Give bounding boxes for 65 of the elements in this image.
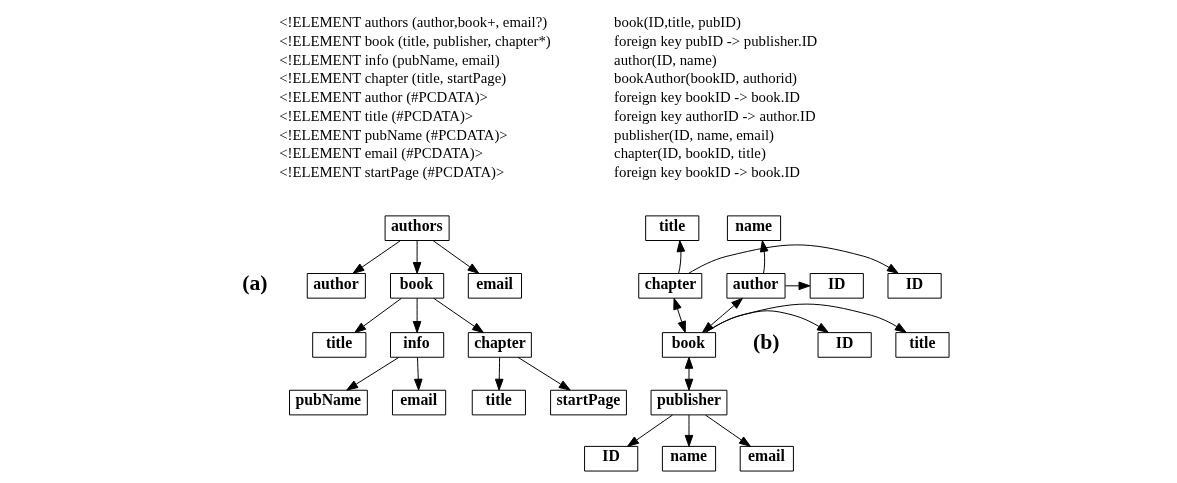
label: bookAuthor(bookID, authorid) [613,70,797,87]
label: publisher(ID, name, email) [613,126,774,143]
node-box: email [739,445,794,472]
label: <!ELEMENT book (title, publisher, chapter*) [278,32,551,49]
node-box: pubName [288,389,368,416]
arrow [759,240,768,274]
node-box: email [467,273,522,299]
node-box: title [644,215,699,241]
node-box: title [311,332,366,358]
node-box: ID [817,332,872,358]
node-box: startPage [549,389,627,416]
label: <!ELEMENT authors (author,book+, email?) [278,14,547,31]
label: foreign key bookID -> book.ID [613,163,800,180]
node-box: ID [887,273,942,299]
label: chapter(ID, bookID, title) [613,145,766,162]
label: <!ELEMENT startPage (#PCDATA)> [278,163,504,180]
node-box: publisher [650,389,727,416]
node-box: name [726,215,781,241]
arrow [412,240,421,274]
arrow [704,303,907,333]
label: <!ELEMENT info (pubName, email) [278,51,500,68]
label: foreign key pubID -> publisher.ID [613,32,817,49]
node-box: name [661,445,716,472]
label: (b) [752,330,779,355]
node-box: book [661,332,716,358]
arrow [701,297,743,333]
label: foreign key authorID -> author.ID [613,107,816,124]
arrow [345,356,399,391]
arrow [413,356,423,391]
arrow [704,414,751,447]
node-box: author [725,273,786,299]
label: <!ELEMENT title (#PCDATA)> [278,107,473,124]
node-box: email [391,389,446,416]
node-box: author [306,273,366,299]
arrow [412,297,421,333]
node-box: info [389,332,444,358]
node-box: chapter [637,273,702,299]
node-box: ID [583,445,638,472]
arrow [432,240,479,274]
label: author(ID, name) [613,51,717,68]
node-box: chapter [467,332,532,358]
arrow [432,297,484,334]
arrow [676,240,685,274]
arrow [353,297,402,334]
label: (a) [241,271,268,296]
node-box: authors [384,215,450,241]
label: <!ELEMENT pubName (#PCDATA)> [278,126,508,143]
label: foreign key bookID -> book.ID [613,89,800,106]
arrow [672,297,686,333]
node-box: ID [809,273,864,299]
arrow [687,244,899,274]
arrow [494,356,504,391]
arrow [684,414,693,447]
label: <!ELEMENT author (#PCDATA)> [278,89,488,106]
arrow [684,356,693,391]
label: <!ELEMENT chapter (title, startPage) [278,70,506,87]
arrow [784,281,810,291]
label: book(ID,title, pubID) [613,14,741,31]
arrow [626,414,673,447]
label: <!ELEMENT email (#PCDATA)> [278,145,483,162]
node-box: title [894,332,950,358]
node-box: title [471,389,526,416]
arrow [517,356,571,391]
node-box: book [389,273,444,299]
arrow [352,240,401,274]
